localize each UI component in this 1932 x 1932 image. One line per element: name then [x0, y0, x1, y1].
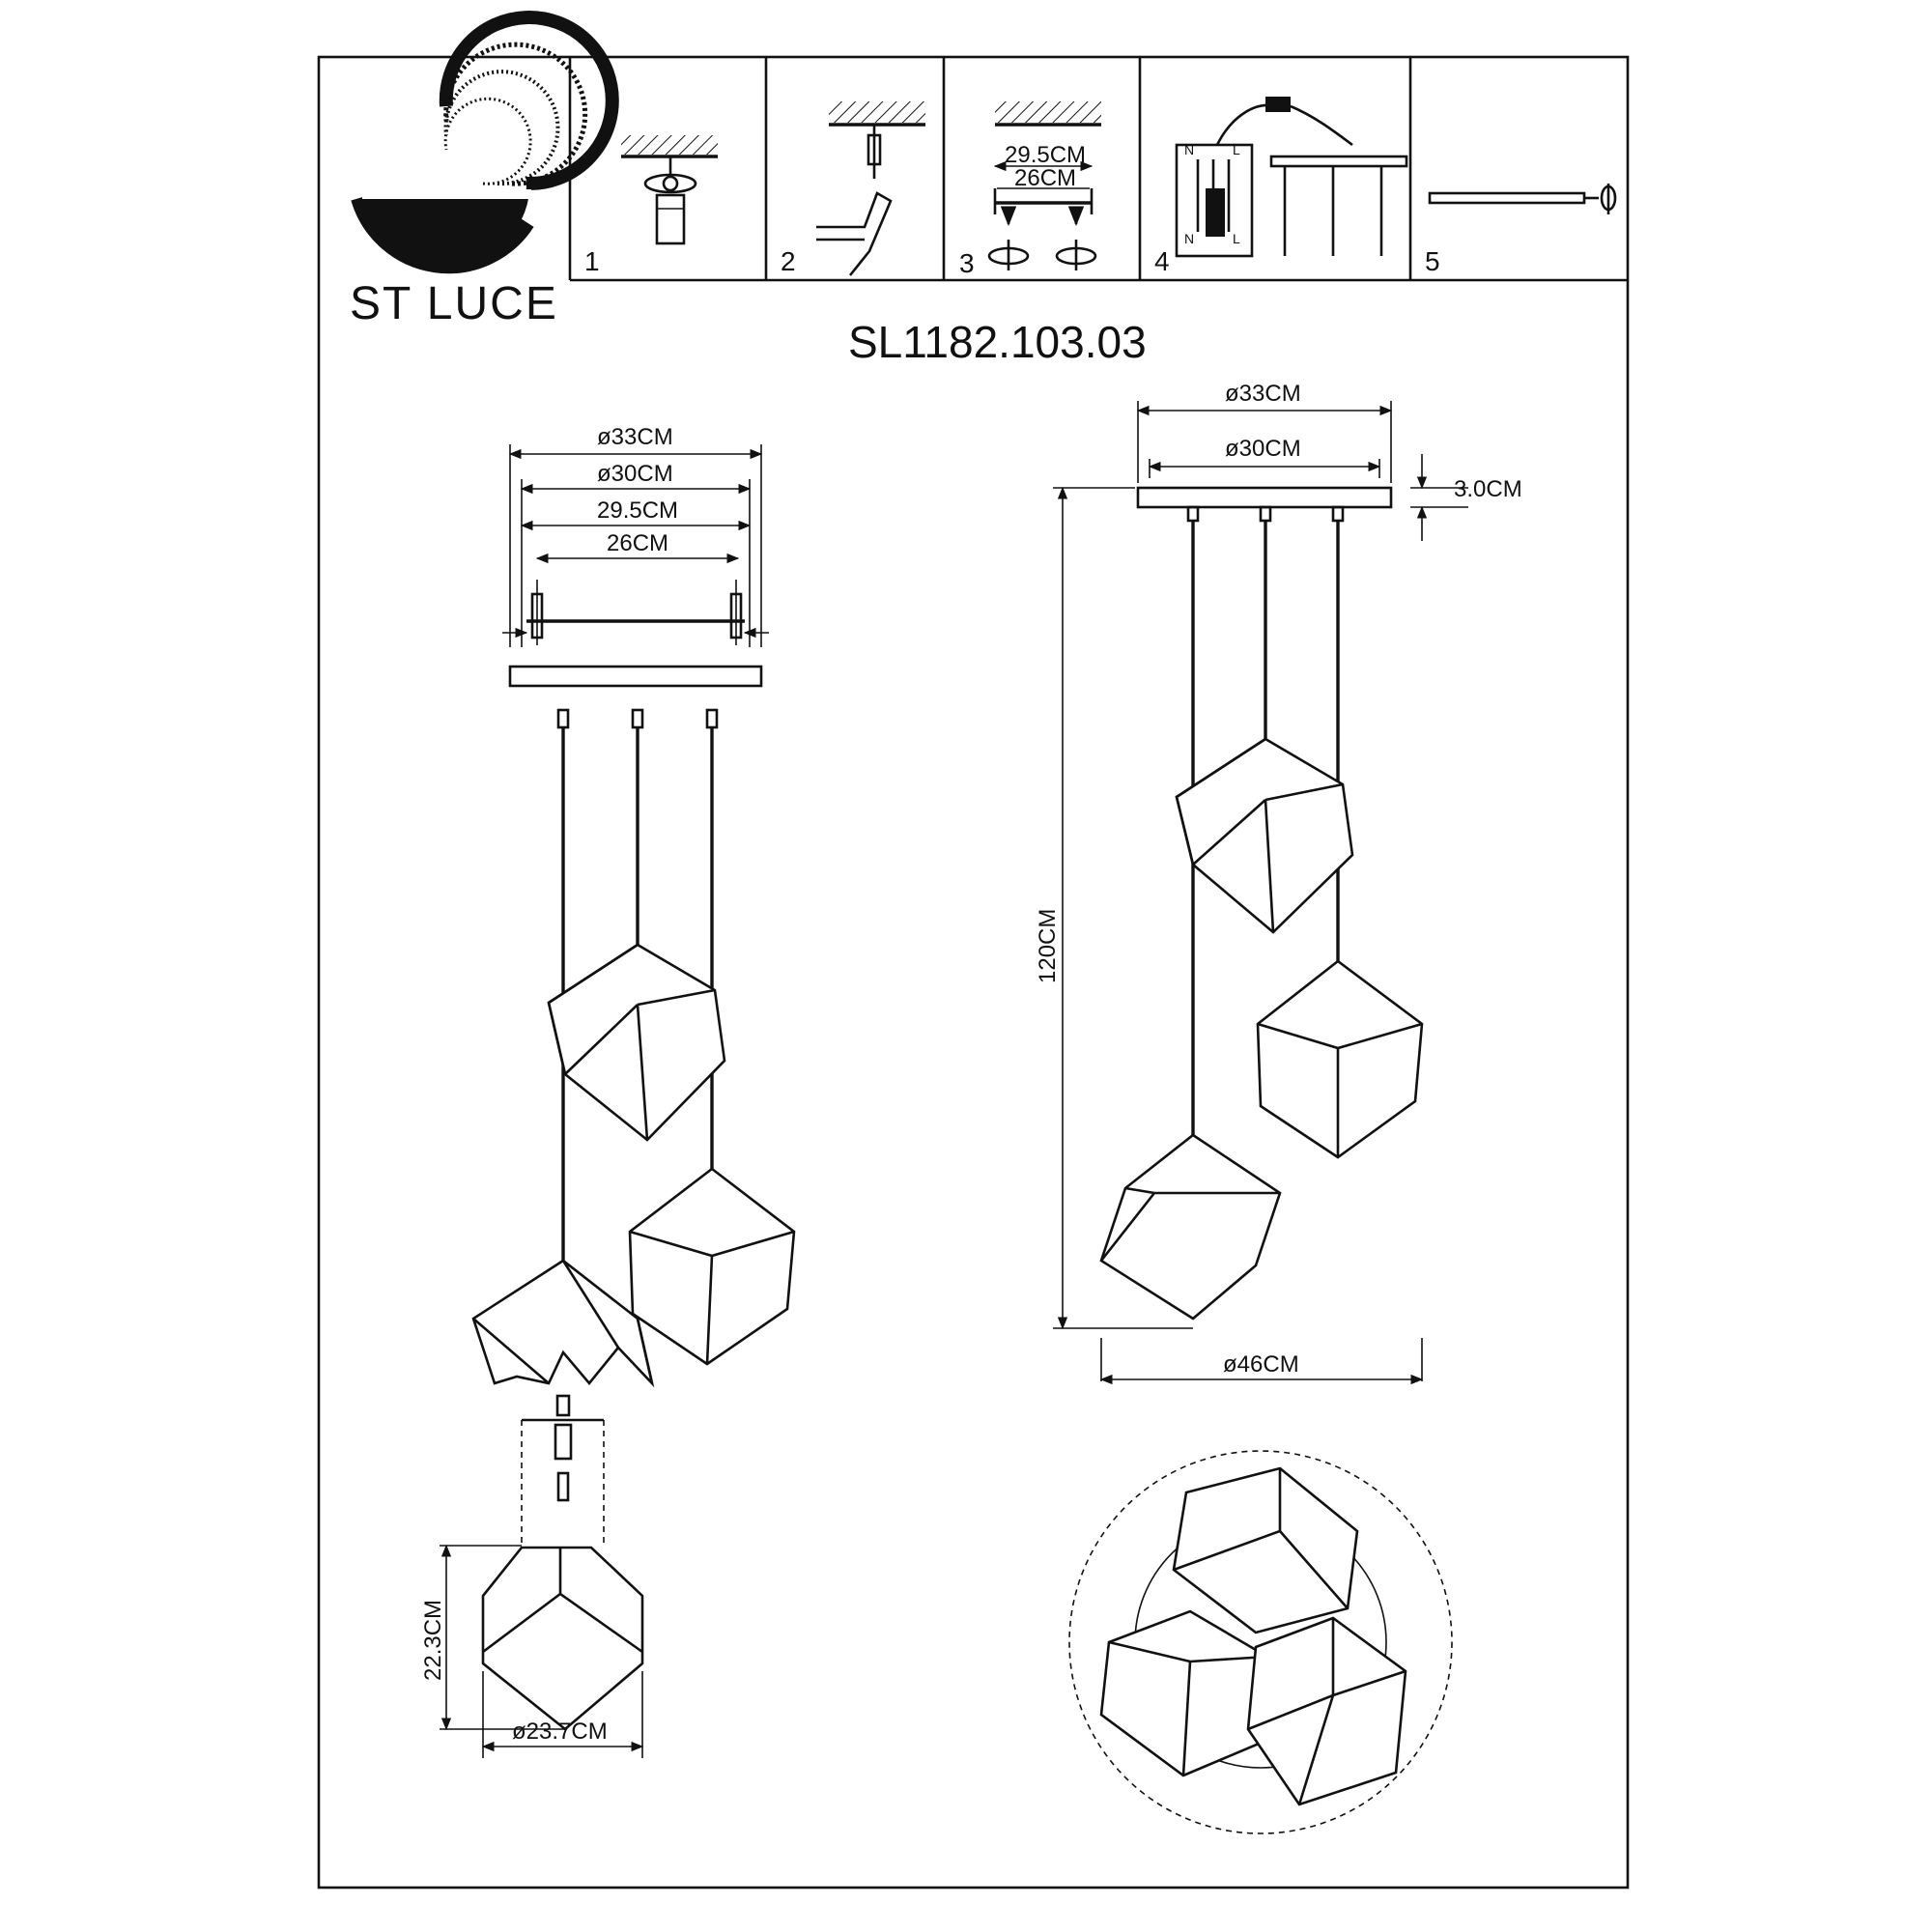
step-number-4: 4 — [1154, 246, 1170, 276]
wire-label-l-top: L — [1233, 142, 1240, 157]
mounting-plate-icon: 29.5CM 26CM — [987, 101, 1101, 270]
page-frame — [317, 55, 1630, 1889]
wiring-diagram-icon: N L N L — [1175, 97, 1408, 258]
canopy-height: 3.0CM — [1454, 476, 1522, 502]
step-number-2: 2 — [781, 246, 796, 276]
cube-shade-a — [547, 943, 726, 1142]
step3-dim-inner: 26CM — [1014, 165, 1076, 191]
side-view: ø33CM ø30CM 3.0CM 120CM — [1035, 381, 1522, 1385]
front-dim-canopy-diameter: ø33CM — [597, 424, 673, 450]
ceiling-bracket-icon — [621, 135, 718, 245]
bottom-view — [1068, 1450, 1453, 1834]
step3-dim-outer: 29.5CM — [1005, 142, 1086, 168]
cube-shade-detail — [481, 1546, 644, 1731]
cube-shade-e — [1175, 737, 1354, 934]
front-dim-plate-width: 29.5CM — [597, 497, 678, 524]
wire-label-n-bottom: N — [1184, 231, 1194, 246]
spread-diameter: ø46CM — [1223, 1351, 1299, 1378]
drop-height: 120CM — [1035, 909, 1061, 983]
lamp-socket — [521, 1394, 605, 1546]
front-view: ø33CM ø30CM 29.5CM 26CM — [420, 424, 796, 1758]
front-dim-screw-spacing: 26CM — [607, 530, 668, 556]
shade-width: ø23.7CM — [512, 1719, 608, 1745]
brand-name: ST LUCE — [350, 278, 558, 329]
swirl-s-logo-icon — [351, 11, 619, 274]
ceiling-drill-icon — [816, 101, 925, 276]
cube-shade-b — [628, 1167, 796, 1366]
wire-label-n-top: N — [1184, 142, 1194, 157]
step-number-3: 3 — [959, 248, 975, 278]
front-dim-inner-diameter: ø30CM — [597, 461, 673, 487]
shade-height: 22.3CM — [420, 1600, 446, 1681]
side-dim-inner-diameter: ø30CM — [1225, 436, 1301, 462]
header-row — [568, 57, 1628, 282]
model-number: SL1182.103.03 — [848, 317, 1147, 367]
step-number-1: 1 — [584, 246, 600, 276]
cube-shade-g — [1099, 1133, 1282, 1321]
side-dim-canopy-diameter: ø33CM — [1225, 381, 1301, 407]
step-number-5: 5 — [1425, 246, 1440, 276]
cube-shade-f — [1256, 959, 1424, 1159]
canopy-fix-icon — [1428, 184, 1617, 214]
cube-shade-c-open — [471, 1259, 655, 1388]
wire-label-l-bottom: L — [1233, 231, 1240, 246]
